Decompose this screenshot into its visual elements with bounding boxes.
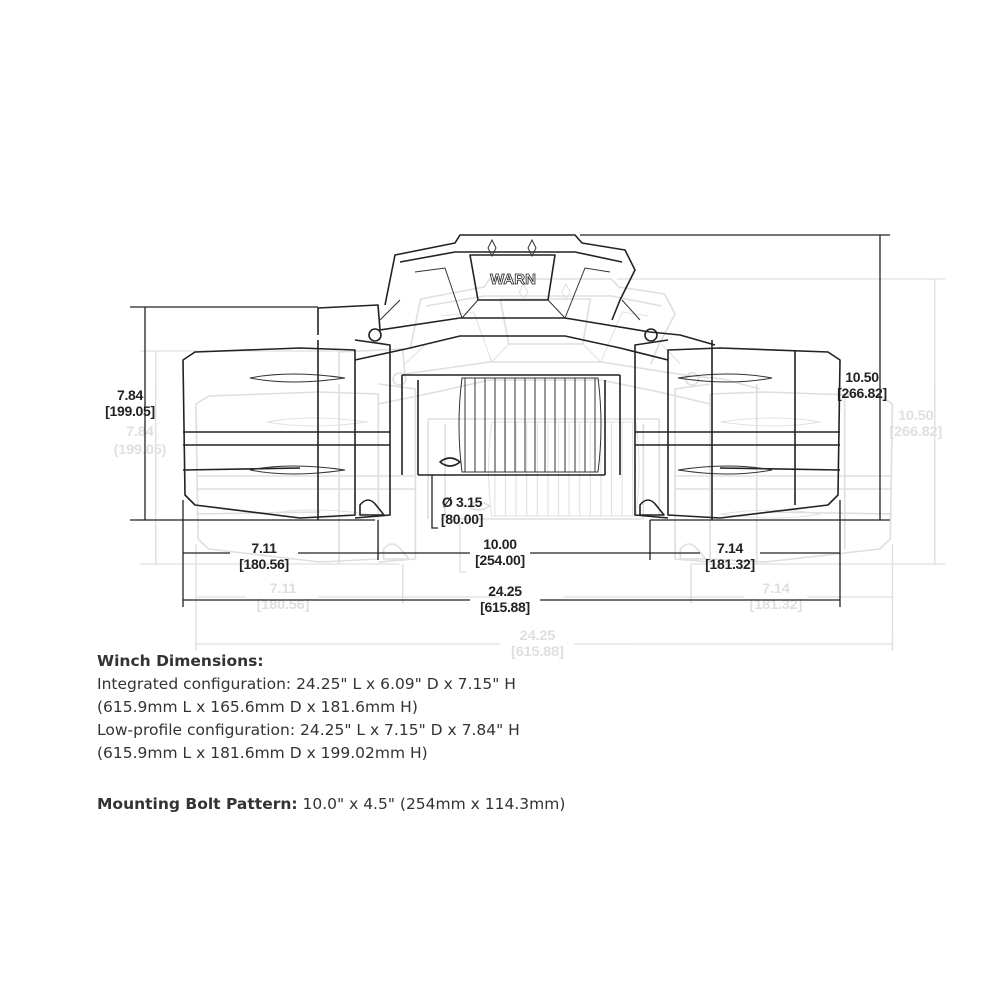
mounting-value: 10.0" x 4.5" (254mm x 114.3mm) [297, 795, 566, 813]
winch-specs: Winch Dimensions: Integrated configurati… [97, 650, 520, 765]
svg-text:7.14: 7.14 [762, 581, 790, 597]
svg-text:(199.05): (199.05) [113, 442, 166, 458]
bolt-span-in: 10.00 [483, 536, 517, 552]
low-profile-config-mm: (615.9mm L x 181.6mm D x 199.02mm H) [97, 744, 428, 762]
low-profile-config: Low-profile configuration: 24.25" L x 7.… [97, 721, 520, 739]
drum-diameter-mm: [80.00] [441, 511, 483, 527]
svg-text:[266.82]: [266.82] [889, 424, 942, 440]
overall-length-in: 24.25 [488, 583, 522, 599]
mounting-label: Mounting Bolt Pattern: [97, 795, 298, 813]
integrated-config: Integrated configuration: 24.25" L x 6.0… [97, 675, 516, 693]
specs-heading: Winch Dimensions: [97, 652, 264, 670]
left-end-in: 7.11 [251, 540, 277, 556]
drum-diameter-in: Ø 3.15 [442, 494, 483, 510]
right-end-in: 7.14 [717, 540, 744, 556]
height-left-in: 7.84 [117, 387, 144, 403]
mounting-bolt-pattern: Mounting Bolt Pattern: 10.0" x 4.5" (254… [97, 795, 565, 813]
warn-logo: WARN [490, 271, 536, 288]
height-left-mm: [199.05] [105, 403, 155, 419]
ghost-drawing: 7.84 (199.05) 10.50 [266.82] 7.11 [180.5… [113, 278, 947, 660]
svg-text:24.25: 24.25 [520, 628, 556, 644]
left-end-mm: [180.56] [239, 556, 289, 572]
svg-text:[180.56]: [180.56] [257, 597, 310, 613]
svg-text:7.11: 7.11 [270, 581, 297, 597]
bolt-span-mm: [254.00] [475, 552, 525, 568]
height-right-mm: [266.82] [837, 385, 887, 401]
right-end-mm: [181.32] [705, 556, 755, 572]
svg-text:10.50: 10.50 [898, 408, 934, 424]
integrated-config-mm: (615.9mm L x 165.6mm D x 181.6mm H) [97, 698, 418, 716]
height-right-in: 10.50 [845, 369, 879, 385]
svg-text:[615.88]: [615.88] [511, 644, 564, 660]
overall-length-mm: [615.88] [480, 599, 530, 615]
svg-text:[181.32]: [181.32] [749, 597, 802, 613]
svg-text:7.84: 7.84 [126, 424, 154, 440]
